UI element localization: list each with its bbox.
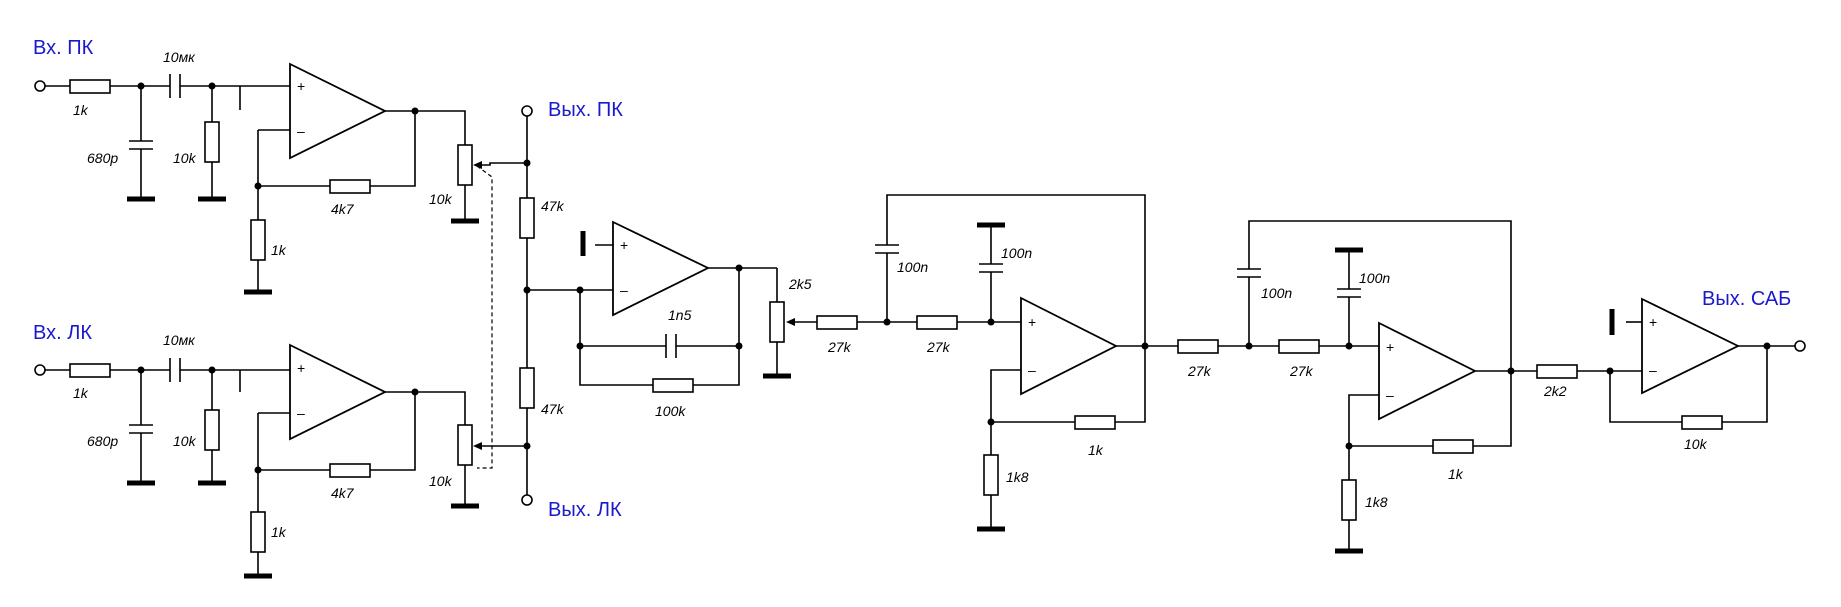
opamp6-minus: – <box>1649 362 1657 378</box>
resistor-sum-bottom <box>519 367 535 409</box>
label-r-sum-top: 47k <box>541 198 565 214</box>
label-f2-c-gnd: 100n <box>1359 270 1390 286</box>
label-f2-r2: 27k <box>1289 363 1314 379</box>
label-f1-r-fb: 1k <box>1088 442 1104 458</box>
resistor-gnd-left <box>250 511 266 553</box>
summing-network <box>519 105 535 506</box>
component-labels: 1k 10мк 680p 10k 4k7 1k 10k 1k 10мк 680p… <box>73 49 1708 540</box>
label-f1-r-gnd: 1k8 <box>1006 469 1029 485</box>
opamp-left-buffer <box>289 343 388 441</box>
resistor-bias-right <box>204 121 220 163</box>
label-c-in-right: 10мк <box>163 49 196 65</box>
label-f1-r1: 27k <box>827 339 852 355</box>
label-input-left: Вх. ЛК <box>33 322 92 344</box>
opamp1-plus: + <box>297 78 305 94</box>
label-r-out-input: 2k2 <box>1543 383 1567 399</box>
label-f2-r-gnd: 1k8 <box>1365 494 1388 510</box>
label-c-shunt-right: 680p <box>87 150 118 166</box>
resistor-mixer-feedback <box>652 378 694 393</box>
opamp1-minus: – <box>297 123 305 139</box>
label-r-fb-right: 4k7 <box>331 201 355 217</box>
label-r-in-right: 1k <box>73 102 89 118</box>
resistor-filter1-gnd <box>983 454 999 496</box>
label-r-gnd-right: 1k <box>271 242 287 258</box>
output-terminal-sub <box>1794 340 1806 352</box>
label-pot-left: 10k <box>429 473 453 489</box>
resistor-output-input <box>1536 364 1578 379</box>
resistor-filter2-r2 <box>1278 339 1320 354</box>
resistor-feedback-left <box>329 463 371 478</box>
potentiometer-volume-left <box>457 424 473 466</box>
opamp2-minus: – <box>297 405 305 421</box>
opamp-filter1 <box>1020 296 1118 396</box>
resistor-filter1-feedback <box>1074 415 1116 430</box>
label-output-sub: Вых. САБ <box>1702 288 1791 310</box>
label-f2-r1: 27k <box>1187 363 1212 379</box>
label-f1-c-gnd: 100n <box>1001 245 1032 261</box>
resistor-gnd-right <box>250 219 266 261</box>
resistor-feedback-right <box>329 179 371 194</box>
resistor-sum-top <box>519 197 535 239</box>
potentiometer-volume-right <box>457 144 473 186</box>
resistor-filter2-gnd <box>1341 479 1357 521</box>
output-terminal-right <box>521 105 533 117</box>
resistor-input-right <box>69 79 111 94</box>
opamp-pin-markers: + – + – + – + – + – + – <box>297 78 1657 421</box>
resistor-filter2-r1 <box>1177 339 1219 354</box>
opamp4-minus: – <box>1028 362 1036 378</box>
label-input-right: Вх. ПК <box>33 37 94 59</box>
label-c-in-left: 10мк <box>163 332 196 348</box>
left-channel-input-stage <box>34 165 527 579</box>
opamp-filter2 <box>1378 321 1478 421</box>
right-channel-input-stage <box>34 62 527 295</box>
signal-labels: Вх. ПК Вх. ЛК Вых. ПК Вых. ЛК Вых. САБ <box>33 37 1791 521</box>
label-r-gnd-left: 1k <box>271 524 287 540</box>
label-c-mixer-fb: 1n5 <box>668 307 692 323</box>
opamp4-plus: + <box>1028 314 1036 330</box>
label-r-in-left: 1k <box>73 385 89 401</box>
opamp3-plus: + <box>620 237 628 253</box>
label-f1-r2: 27k <box>926 339 951 355</box>
resistor-filter1-r2 <box>916 315 958 330</box>
label-f1-c-top: 100n <box>897 259 928 275</box>
opamp2-plus: + <box>297 360 305 376</box>
opamp5-plus: + <box>1386 339 1394 355</box>
opamp-right-buffer <box>289 62 388 160</box>
ganged-pot-link <box>476 165 493 469</box>
label-r-bias-right: 10k <box>173 150 197 166</box>
label-r-mixer-fb: 100k <box>655 403 686 419</box>
opamp-output <box>1641 297 1741 395</box>
label-pot-right: 10k <box>429 191 453 207</box>
resistor-input-left <box>69 363 111 378</box>
label-pot-level: 2k5 <box>788 276 812 292</box>
label-output-left: Вых. ЛК <box>548 499 622 521</box>
label-f2-r-fb: 1k <box>1448 466 1464 482</box>
resistor-bias-left <box>204 409 220 451</box>
output-stage <box>1511 297 1806 430</box>
label-c-shunt-left: 680p <box>87 433 118 449</box>
label-r-fb-left: 4k7 <box>331 485 355 501</box>
filter-stage-1 <box>795 194 1149 532</box>
output-terminal-left <box>521 494 533 506</box>
resistor-filter2-feedback <box>1432 439 1474 454</box>
opamp6-plus: + <box>1649 314 1657 330</box>
opamp5-minus: – <box>1386 387 1394 403</box>
label-r-sum-bottom: 47k <box>541 401 565 417</box>
resistor-output-feedback <box>1681 415 1723 430</box>
input-terminal-right <box>34 80 46 92</box>
mixer-stage <box>527 220 795 393</box>
input-terminal-left <box>34 364 46 376</box>
filter-stage-2 <box>1145 220 1515 554</box>
label-r-bias-left: 10k <box>173 433 197 449</box>
label-r-out-fb: 10k <box>1684 436 1708 452</box>
opamp3-minus: – <box>620 282 628 298</box>
opamp-mixer <box>612 220 711 317</box>
label-f2-c-top: 100n <box>1261 285 1292 301</box>
resistor-filter1-r1 <box>816 315 858 330</box>
label-output-right: Вых. ПК <box>548 99 623 121</box>
potentiometer-level <box>769 301 785 343</box>
